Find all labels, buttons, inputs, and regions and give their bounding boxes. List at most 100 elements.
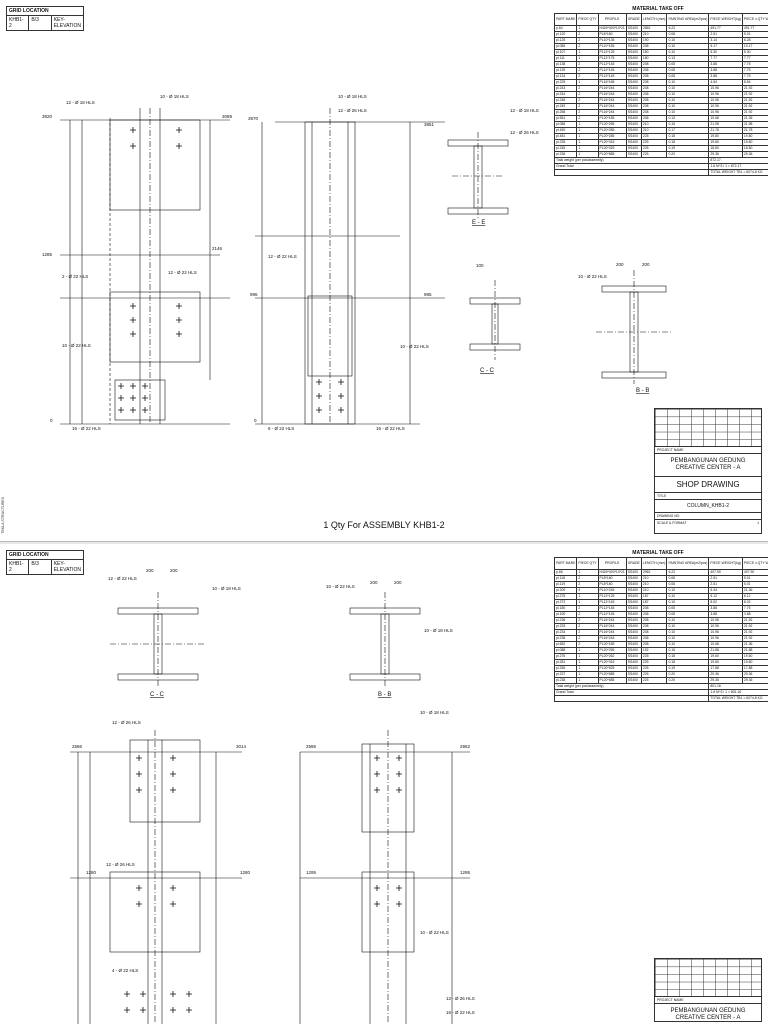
grid-location-value: KHB1-2 <box>7 560 30 574</box>
mto-header: PIECE QTY <box>576 13 599 26</box>
mto-header: LENGTH (mm) <box>640 557 668 570</box>
assembly-label: 1 Qty For ASSEMBLY KHB1-2 <box>323 520 445 530</box>
mto-header: LENGTH (mm) <box>640 13 668 26</box>
drawing-sheet-1: GRID LOCATION KHB1-2 B/3 KEY-ELEVATION <box>0 6 768 542</box>
grid-location-title: GRID LOCATION <box>7 551 83 560</box>
grid-location-value: KEY-ELEVATION <box>53 561 82 573</box>
hole-callout: 12 - Ø 26 HLS <box>106 862 135 867</box>
hole-callout: 12 - Ø 22 HLS <box>168 270 197 275</box>
software-note: TEKLA STRUCTURES <box>1 497 5 534</box>
dimension-label: 1285 <box>42 252 53 257</box>
hole-callout: 10 - Ø 18 HLS <box>424 628 453 633</box>
dimension-label: 200 <box>394 580 402 585</box>
dimension-label: 200 <box>146 568 154 573</box>
sheet-divider <box>0 542 768 544</box>
hole-callout: 12 - Ø 22 HLS <box>268 254 297 259</box>
grid-location-value: B/3 <box>29 560 52 574</box>
hole-callout: 16 - Ø 22 HLS <box>72 426 101 431</box>
mto-header: PIECE WEIGHT(kg) <box>708 13 743 26</box>
mto-total-label <box>553 695 710 702</box>
dimension-label: 0 <box>50 418 53 423</box>
mto-header: PROFILE <box>597 13 627 26</box>
hole-callout: 10 - Ø 22 HLS <box>578 274 607 279</box>
project-name-line: CREATIVE CENTER - A <box>675 1015 741 1021</box>
revision-grid <box>655 409 761 447</box>
project-name-line: PEMBANGUNAN GEDUNG <box>670 1008 746 1014</box>
hole-callout: 12 - Ø 26 HLS <box>510 130 539 135</box>
section-label-cc: C - C <box>480 368 495 374</box>
title-block: PROJECT NAME PEMBANGUNAN GEDUNG CREATIVE… <box>654 408 762 534</box>
sheet-number: 1 <box>757 521 759 525</box>
hole-callout: 10 - Ø 18 HLS <box>212 586 241 591</box>
scale-label: SCALE & FORMAT <box>657 521 687 525</box>
revision-grid <box>655 959 761 997</box>
dimension-label: 0 <box>254 418 257 423</box>
section-label-bb: B - B <box>636 388 649 394</box>
title-block-footer: SCALE & FORMAT 1 <box>655 520 761 526</box>
hole-callout: 12 - Ø 18 HLS <box>66 100 95 105</box>
project-name-line: CREATIVE CENTER - A <box>675 465 741 471</box>
hole-callout: 12 - Ø 18 HLS <box>510 108 539 113</box>
dimension-label: 200 <box>616 262 624 267</box>
dimension-label: 985 <box>424 292 432 297</box>
dimension-label: 1280 <box>240 870 251 875</box>
material-take-off-table: MATERIAL TAKE OFF PART MARK PIECE QTY PR… <box>553 6 768 176</box>
mto-total-value: TOTAL WEIGHT TB1 = 6074.8 KG <box>708 695 768 702</box>
dimension-label: 3920 <box>42 114 53 119</box>
grid-location-box: GRID LOCATION KHB1-2 B/3 KEY-ELEVATION <box>6 550 84 575</box>
hole-callout: 10 - Ø 22 HLS <box>62 343 91 348</box>
column-elevation-drawing: 12 - Ø 18 HLS 10 - Ø 18 HLS 12 - Ø 26 HL… <box>42 94 672 431</box>
mto-cell: H400*400*13*21 <box>597 569 627 576</box>
hole-callout: 2 - Ø 22 HLS <box>62 274 88 279</box>
mto-total-label <box>553 169 710 176</box>
dimension-label: 1295 <box>460 870 471 875</box>
dimension-label: 2962 <box>460 744 471 749</box>
section-label-cc: C - C <box>150 692 165 698</box>
project-name: PEMBANGUNAN GEDUNG CREATIVE CENTER - A <box>655 454 761 477</box>
dimension-label: 3851 <box>424 122 435 127</box>
mto-header: GRADE <box>625 557 642 570</box>
project-name: PEMBANGUNAN GEDUNG CREATIVE CENTER - A <box>655 1004 761 1024</box>
project-name-line: PEMBANGUNAN GEDUNG <box>670 458 746 464</box>
mto-header: GRADE <box>625 13 642 26</box>
dimension-label: 1295 <box>306 870 317 875</box>
hole-callout: 16 - Ø 22 HLS <box>376 426 405 431</box>
mto-header: PAINTING AREA(m2/pcs) <box>666 557 710 570</box>
dimension-label: 200 <box>170 568 178 573</box>
mto-cell: H400*400*13*21 <box>597 25 627 32</box>
drawing-no-label: DRAWING NO. <box>655 513 761 520</box>
mto-header: PAINTING AREA(m2/pcs) <box>666 13 710 26</box>
project-label: PROJECT NAME <box>655 447 761 454</box>
dimension-label: 2586 <box>306 744 317 749</box>
section-label-ee: E - E <box>472 220 485 226</box>
grid-location-value: KHB1-2 <box>7 16 30 30</box>
hole-callout: 4 - Ø 22 HLS <box>112 968 138 973</box>
mto-total-row: TOTAL WEIGHT TB1 = 6074.8 KG <box>553 695 768 702</box>
mto-header: PIECE QTY <box>576 557 599 570</box>
hole-callout: 10 - Ø 18 HLS <box>420 710 449 715</box>
hole-callout: 12 - Ø 26 HLS <box>338 108 367 113</box>
title-block: PROJECT NAME PEMBANGUNAN GEDUNG CREATIVE… <box>654 958 762 1022</box>
mto-header: PIECE x QTY WEIGHT(kg) <box>741 13 768 26</box>
drawing-name: COLUMN_KHB1-2 <box>655 500 761 513</box>
project-label: PROJECT NAME <box>655 997 761 1004</box>
hole-callout: 12 - Ø 26 HLS <box>112 720 141 725</box>
mto-header: PROFILE <box>597 557 627 570</box>
grid-location-value: B/3 <box>29 16 52 30</box>
mto-header: PART MARK <box>553 557 578 570</box>
grid-location-box: GRID LOCATION KHB1-2 B/3 KEY-ELEVATION <box>6 6 84 31</box>
mto-header: PIECE x QTY WEIGHT(kg) <box>741 557 768 570</box>
section-label-bb: B - B <box>378 692 391 698</box>
mto-header: PIECE WEIGHT(kg) <box>708 557 743 570</box>
dimension-label: 995 <box>250 292 258 297</box>
dimension-label: 2146 <box>212 246 223 251</box>
